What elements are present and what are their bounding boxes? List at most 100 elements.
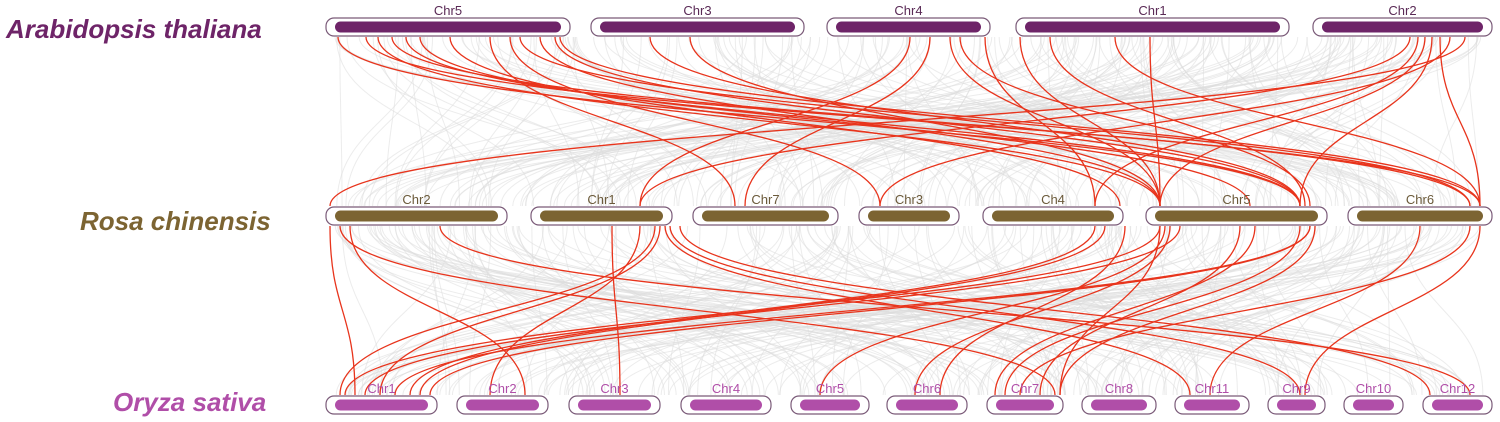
background-link — [368, 225, 766, 396]
chromosome-label: Chr2 — [488, 381, 516, 396]
background-link — [1256, 225, 1279, 396]
chromosome-label: Chr8 — [1105, 381, 1133, 396]
chromosome-bar — [1025, 21, 1280, 33]
background-link — [512, 225, 908, 396]
background-link — [1065, 36, 1123, 207]
background-link — [345, 36, 434, 207]
background-link — [344, 225, 584, 396]
background-link — [802, 36, 1130, 207]
background-link — [615, 225, 1381, 396]
background-link — [1120, 225, 1270, 396]
background-link — [395, 36, 1377, 207]
highlight-link — [611, 225, 621, 396]
background-link — [1254, 36, 1389, 207]
chromosome-2-9: Chr9 — [1267, 381, 1326, 415]
chromosome-bar — [335, 399, 428, 411]
background-link — [496, 225, 1316, 396]
highlight-link — [1114, 36, 1481, 207]
background-link — [1093, 36, 1247, 207]
chromosome-label: Chr4 — [894, 3, 922, 18]
background-link — [1467, 36, 1479, 207]
chromosome-label: Chr10 — [1356, 381, 1391, 396]
background-link — [462, 225, 612, 396]
background-link — [514, 225, 1062, 396]
chromosome-label: Chr6 — [1406, 192, 1434, 207]
chromosome-bar — [1432, 399, 1483, 411]
chromosome-1-5: Chr5 — [1145, 192, 1328, 226]
background-link — [418, 225, 761, 396]
background-link — [427, 225, 985, 396]
chromosome-bar — [335, 21, 561, 33]
highlight-link — [744, 36, 931, 207]
chromosome-1-4: Ch4 — [982, 192, 1124, 226]
background-link — [474, 36, 905, 207]
background-link — [520, 36, 993, 207]
background-link — [838, 36, 896, 207]
background-link — [612, 225, 1007, 396]
background-link — [1114, 36, 1337, 207]
background-link — [410, 36, 427, 207]
background-link — [823, 36, 1282, 207]
chromosome-label: Chr3 — [683, 3, 711, 18]
highlight-link — [489, 36, 736, 207]
background-link — [413, 225, 1038, 396]
highlight-link — [1039, 225, 1241, 396]
background-link — [988, 36, 1415, 207]
background-link — [848, 225, 1192, 396]
chromosome-label: Chr1 — [587, 192, 615, 207]
background-link — [1262, 225, 1322, 396]
chromosome-bar — [1277, 399, 1316, 411]
highlight-link — [1049, 36, 1306, 207]
chromosome-label: Chr7 — [1011, 381, 1039, 396]
chromosome-2-11: Chr12 — [1422, 381, 1493, 415]
chromosome-label: Chr11 — [1195, 381, 1229, 396]
background-link — [371, 225, 568, 396]
highlight-link — [449, 36, 1121, 207]
background-link — [576, 36, 669, 207]
chromosome-0-1: Chr3 — [590, 3, 805, 37]
chromosome-bar — [1155, 210, 1318, 222]
highlight-link — [379, 225, 661, 396]
highlight-link — [639, 36, 1411, 207]
background-link — [1154, 225, 1398, 396]
background-link — [517, 225, 1425, 396]
background-link — [1367, 225, 1423, 396]
background-link — [910, 36, 1393, 207]
highlight-link — [1159, 36, 1426, 207]
highlight-link — [329, 225, 356, 396]
chromosome-label: Chr5 — [1222, 192, 1250, 207]
chromosome-label: Chr12 — [1440, 381, 1475, 396]
background-link — [425, 36, 747, 207]
background-link — [615, 225, 618, 396]
background-link — [1209, 36, 1452, 207]
highlight-link — [329, 36, 1466, 207]
background-link — [1055, 36, 1317, 207]
highlight-link — [1209, 225, 1421, 396]
background-link — [1172, 36, 1353, 207]
background-link — [764, 36, 1364, 207]
chromosome-1-6: Chr6 — [1347, 192, 1493, 226]
background-link — [335, 225, 872, 396]
chromosome-bar — [1184, 399, 1240, 411]
background-link — [1120, 225, 1169, 396]
chromosome-label: Ch4 — [1041, 192, 1065, 207]
highlight-link — [509, 36, 881, 207]
chromosome-bar — [1322, 21, 1483, 33]
background-link — [464, 225, 912, 396]
highlight-link — [689, 36, 1161, 207]
background-link — [830, 36, 1080, 207]
background-link — [1040, 225, 1132, 396]
chromosome-label: Chr2 — [1388, 3, 1416, 18]
background-link — [411, 225, 748, 396]
background-link — [468, 36, 537, 207]
background-link — [1131, 36, 1369, 207]
highlight-link — [879, 36, 1451, 207]
chromosome-1-0: Chr2 — [325, 192, 508, 226]
background-link — [385, 36, 399, 207]
background-link — [1042, 225, 1111, 396]
background-link — [1141, 225, 1337, 396]
background-link — [814, 225, 1444, 396]
background-link — [1019, 225, 1060, 396]
